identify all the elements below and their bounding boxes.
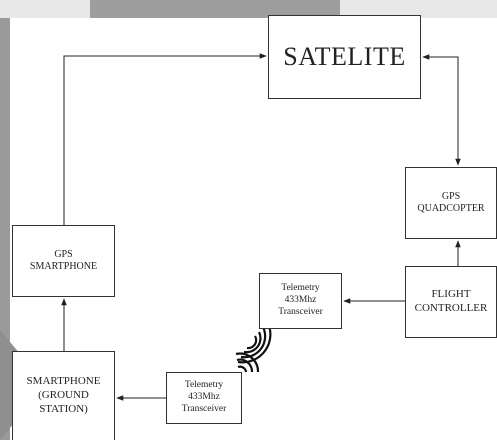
satellite-label: SATELITE xyxy=(283,41,406,71)
gps-smartphone-node: GPS SMARTPHONE xyxy=(12,225,115,297)
satellite-node: SATELITE xyxy=(268,15,421,99)
background-left-strip xyxy=(0,18,10,440)
edge-satellite-gps-quadcopter xyxy=(422,54,461,166)
antenna-icon xyxy=(235,352,260,373)
background-top-right xyxy=(340,0,497,18)
edge-gps-smartphone-to-satellite xyxy=(63,53,267,225)
telemetry-drone-label: Telemetry 433Mhz Transceiver xyxy=(278,283,323,317)
telemetry-ground-node: Telemetry 433Mhz Transceiver xyxy=(166,372,242,424)
flight-controller-node: FLIGHT CONTROLLER xyxy=(405,266,497,338)
telemetry-drone-node: Telemetry 433Mhz Transceiver xyxy=(259,273,342,329)
telemetry-ground-label: Telemetry 433Mhz Transceiver xyxy=(181,380,227,414)
smartphone-ground-station-node: SMARTPHONE (GROUND STATION) xyxy=(12,351,115,440)
gps-quadcopter-node: GPS QUADCOPTER xyxy=(405,167,497,239)
flight-controller-label: FLIGHT CONTROLLER xyxy=(414,288,488,314)
gps-quadcopter-label: GPS QUADCOPTER xyxy=(417,190,485,215)
background-top-left xyxy=(0,0,90,18)
background-top-bar xyxy=(90,0,340,18)
gps-smartphone-label: GPS SMARTPHONE xyxy=(29,248,98,273)
smartphone-ground-station-label: SMARTPHONE (GROUND STATION) xyxy=(26,375,101,415)
